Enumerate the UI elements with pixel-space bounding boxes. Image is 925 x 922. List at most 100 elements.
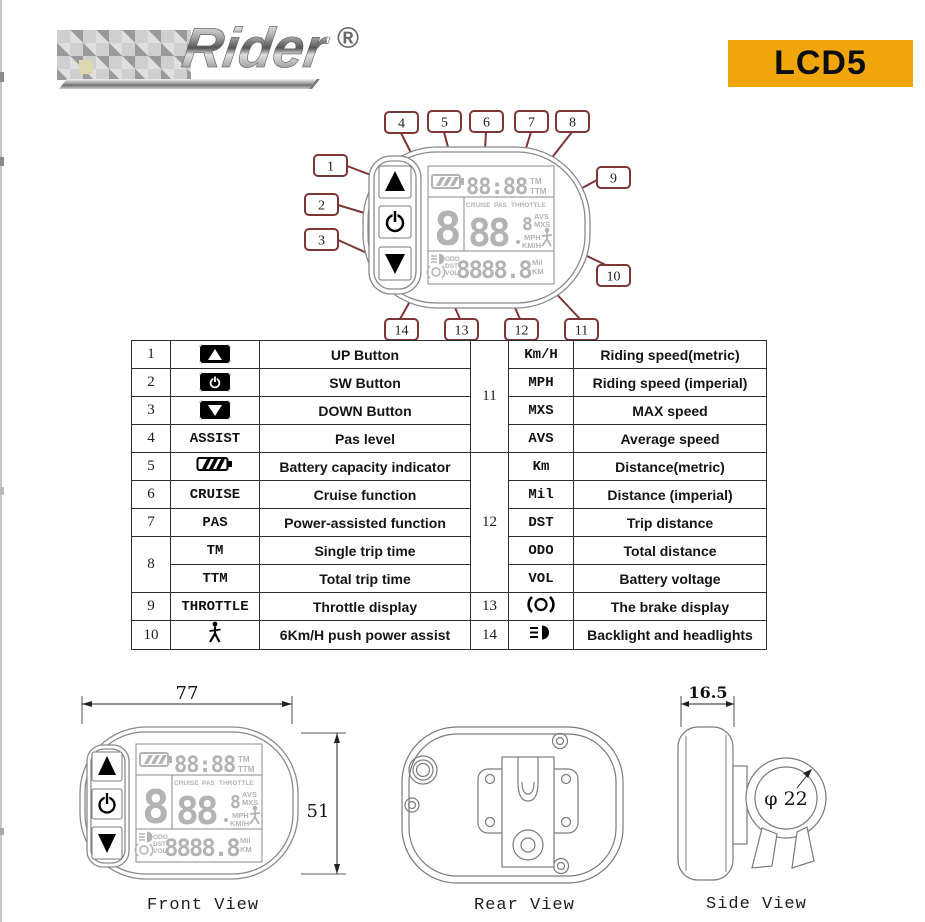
up-arrow-icon xyxy=(98,756,116,775)
row-desc: Single trip time xyxy=(259,536,471,565)
side-view-drawing: 16.5 φ 22 xyxy=(677,683,827,881)
cruise-label: CRUISE xyxy=(174,780,199,787)
front-lcd-screen: 88:88 TM TTM CRUISE PAS THROTTLE 8 88 8 … xyxy=(134,743,263,863)
battery-icon xyxy=(431,174,464,189)
row-desc: Riding speed(metric) xyxy=(573,340,767,369)
pas-label: PAS xyxy=(494,202,508,209)
row-sym: Km xyxy=(508,452,574,481)
row-num: 2 xyxy=(131,368,171,397)
row-desc: Battery capacity indicator xyxy=(259,452,471,481)
front-height-dimension xyxy=(301,732,346,875)
row-sym: Mil xyxy=(508,480,574,509)
row-desc: SW Button xyxy=(259,368,471,397)
row-sym: VOL xyxy=(508,564,574,593)
headlight-icon xyxy=(139,831,153,843)
ttm-label: TTM xyxy=(530,187,547,196)
row-sym: ASSIST xyxy=(170,424,260,453)
row-num: 9 xyxy=(131,592,171,621)
callout-14: 14 xyxy=(395,324,409,339)
row-desc: MAX speed xyxy=(573,396,767,425)
brake-icon-cell xyxy=(508,592,574,621)
callout-5: 5 xyxy=(441,116,448,131)
pas-label: PAS xyxy=(202,780,216,787)
row-desc: Cruise function xyxy=(259,480,471,509)
row-sym: AVS xyxy=(508,424,574,453)
up-button-icon xyxy=(199,344,231,365)
row-num: 7 xyxy=(131,508,171,537)
speed-digits: 88 xyxy=(176,789,217,833)
mil-label: Mil xyxy=(240,836,250,845)
odo-label: ODO xyxy=(153,834,168,841)
row-sym: MXS xyxy=(508,396,574,425)
row-num: 13 xyxy=(470,592,509,621)
row-sym: ODO xyxy=(508,536,574,565)
table-row: 4 ASSIST Pas level AVS Average speed xyxy=(131,424,767,453)
page-edge-line xyxy=(0,0,2,922)
callout-3: 3 xyxy=(318,234,325,249)
front-height-value: 51 xyxy=(307,801,330,822)
callout-7: 7 xyxy=(528,116,535,131)
row-num: 6 xyxy=(131,480,171,509)
row-sym: CRUISE xyxy=(170,480,260,509)
row-num: 11 xyxy=(470,340,509,453)
decimal-point xyxy=(516,240,520,244)
down-arrow-icon xyxy=(98,834,116,853)
side-clamp xyxy=(745,757,827,869)
table-row: 8 TM Single trip time ODO Total distance xyxy=(131,536,767,593)
table-row: 6 CRUISE Cruise function Mil Distance (i… xyxy=(131,480,767,509)
tm-label: TM xyxy=(530,177,542,186)
clamp-diameter-value: φ 22 xyxy=(764,788,808,810)
callout-11: 11 xyxy=(575,324,588,339)
row-sym: PAS xyxy=(170,508,260,537)
clock-digits: 88:88 xyxy=(174,753,235,778)
callout-numbers: 1 2 3 4 5 6 7 8 9 10 11 12 13 14 xyxy=(318,116,621,339)
battery-icon xyxy=(196,457,232,471)
row-sym: THROTTLE xyxy=(170,592,260,621)
row-sym: MPH xyxy=(508,368,574,397)
row-desc: Total distance xyxy=(573,536,767,565)
speed-decimal-digit: 8 xyxy=(230,792,241,813)
odo-label: ODO xyxy=(445,256,460,263)
dst-label: DST xyxy=(445,263,458,270)
rear-bracket xyxy=(501,756,555,868)
table-row: 5 Battery capacity indicator 12 Km Dista… xyxy=(131,452,767,593)
callout-diagram: 88:88 TM TTM CRUISE PAS THROTTLE 8 88 8 … xyxy=(304,110,631,341)
callout-12: 12 xyxy=(515,324,529,339)
mph-label: MPH xyxy=(232,811,249,820)
ttm-label: TTM xyxy=(238,765,255,774)
row-num: 3 xyxy=(131,396,171,425)
table-row: 9 THROTTLE Throttle display 13 The brake… xyxy=(131,592,767,621)
throttle-label: THROTTLE xyxy=(511,202,546,209)
edge-speck xyxy=(0,487,4,495)
edge-speck xyxy=(0,157,4,166)
odometer-digits: 8888.8 xyxy=(164,834,239,862)
throttle-label: THROTTLE xyxy=(219,780,254,787)
rear-view-label: Rear View xyxy=(474,896,575,915)
front-width-value: 77 xyxy=(176,683,199,704)
mxs-label: MXS xyxy=(534,220,550,229)
logo-underline-bar xyxy=(59,79,320,89)
front-view-drawing: 77 88:88 TM TTM CRUISE PAS THROT xyxy=(79,683,346,880)
up-button-icon-cell xyxy=(170,340,260,369)
table-row: 10 6Km/H push power assist 14 Backlight … xyxy=(131,620,767,650)
row-desc: Trip distance xyxy=(573,508,767,537)
callout-2: 2 xyxy=(318,199,325,214)
registered-mark: ® xyxy=(337,22,360,55)
row-num: 5 xyxy=(131,452,171,481)
mxs-label: MXS xyxy=(242,798,258,807)
row-sym: TTM xyxy=(170,564,260,593)
up-arrow-icon xyxy=(385,171,405,191)
edge-speck xyxy=(0,72,4,82)
logo-text: Rider xyxy=(178,16,331,80)
walk-assist-icon xyxy=(541,227,553,247)
row-desc: Throttle display xyxy=(259,592,471,621)
rear-view-drawing xyxy=(401,726,624,884)
headlight-icon xyxy=(431,253,445,265)
row-desc: Distance (imperial) xyxy=(573,480,767,509)
row-desc: 6Km/H push power assist xyxy=(259,620,471,650)
cruise-label: CRUISE xyxy=(466,202,491,209)
down-button-icon xyxy=(199,400,231,421)
clock-digits: 88:88 xyxy=(466,175,527,200)
kmh-label: KM/H xyxy=(522,241,541,250)
assist-digit: 8 xyxy=(434,202,462,256)
